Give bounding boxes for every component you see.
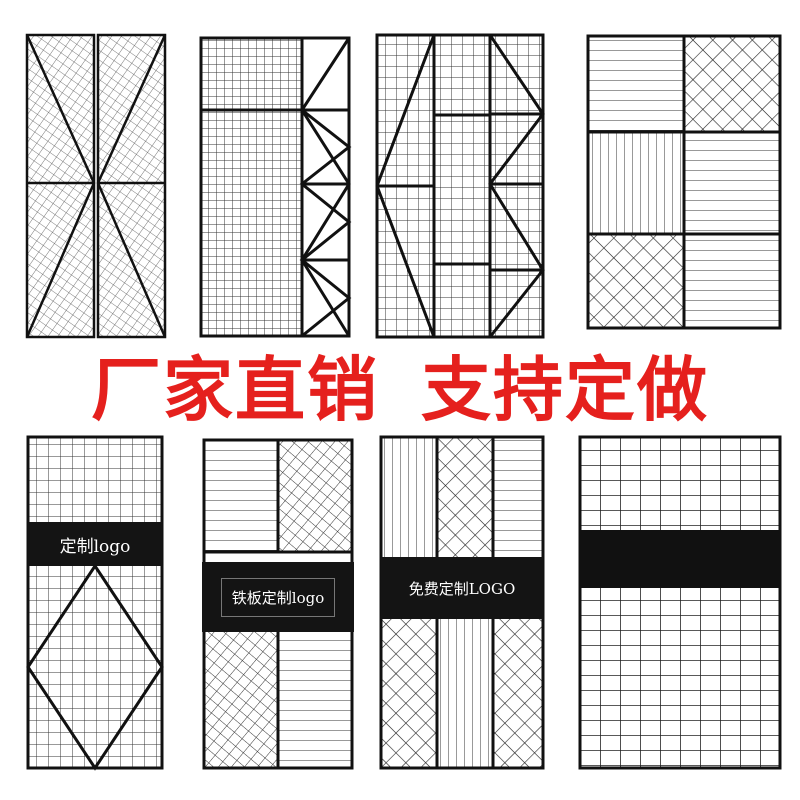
banner-left-text: 厂家直销	[91, 349, 379, 431]
panel-7	[379, 435, 545, 770]
logo-plate-3: 免费定制LOGO	[381, 557, 543, 619]
logo-plate-1: 定制logo	[28, 522, 162, 566]
logo-label-1: 定制logo	[59, 536, 131, 557]
logo-label-3: 免费定制LOGO	[408, 579, 516, 598]
banner-right-text: 支持定做	[421, 349, 709, 431]
panel-5	[26, 435, 164, 771]
panel-4	[586, 34, 782, 330]
panel-3	[375, 33, 545, 339]
logo-label-2: 铁板定制logo	[220, 577, 336, 617]
panel-6	[202, 438, 354, 770]
panel-8	[578, 435, 782, 770]
promo-banner: 厂家直销 支持定做	[0, 348, 800, 432]
panel-1	[25, 33, 167, 339]
panel-2	[199, 36, 352, 338]
logo-plate-2: 铁板定制logo	[202, 562, 354, 632]
